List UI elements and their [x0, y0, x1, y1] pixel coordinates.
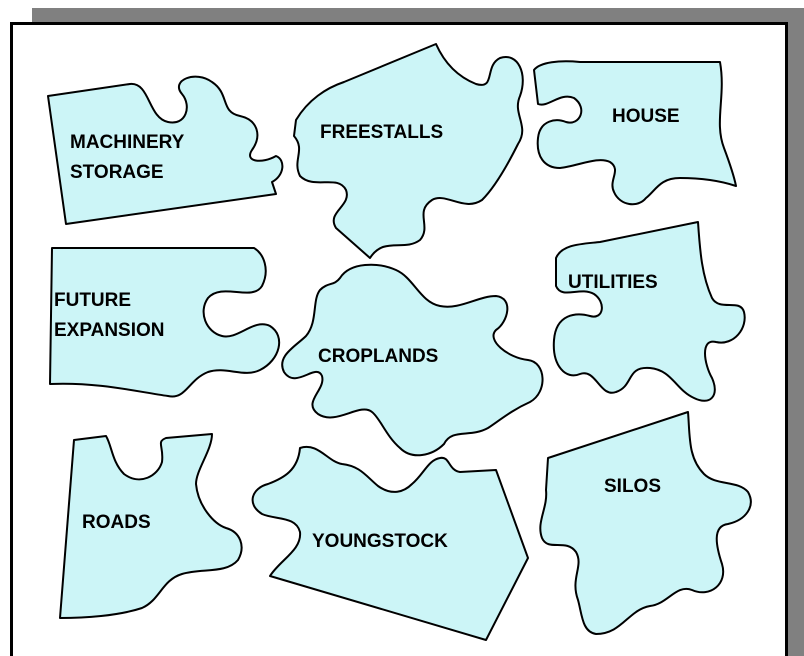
- future-expansion-label-line2: EXPANSION: [54, 320, 165, 341]
- piece-house: HOUSE: [533, 60, 737, 206]
- piece-utilities: UTILITIES: [552, 221, 746, 402]
- freestalls-label: FREESTALLS: [320, 122, 443, 143]
- silos-label: SILOS: [604, 476, 661, 497]
- piece-machinery-storage: MACHINERY STORAGE: [47, 75, 284, 225]
- piece-freestalls: FREESTALLS: [293, 43, 524, 259]
- machinery-storage-label-line1: MACHINERY: [70, 132, 185, 153]
- piece-youngstock: YOUNGSTOCK: [251, 445, 529, 641]
- piece-future-expansion: FUTURE EXPANSION: [49, 247, 280, 398]
- piece-silos: SILOS: [539, 411, 752, 635]
- house-label: HOUSE: [612, 106, 680, 127]
- utilities-label: UTILITIES: [568, 272, 658, 293]
- piece-roads: ROADS: [59, 433, 243, 619]
- machinery-storage-label-line2: STORAGE: [70, 162, 164, 183]
- croplands-label: CROPLANDS: [318, 346, 438, 367]
- piece-croplands: CROPLANDS: [281, 263, 544, 457]
- roads-label: ROADS: [82, 512, 151, 533]
- future-expansion-label-line1: FUTURE: [54, 290, 131, 311]
- youngstock-label: YOUNGSTOCK: [312, 531, 448, 552]
